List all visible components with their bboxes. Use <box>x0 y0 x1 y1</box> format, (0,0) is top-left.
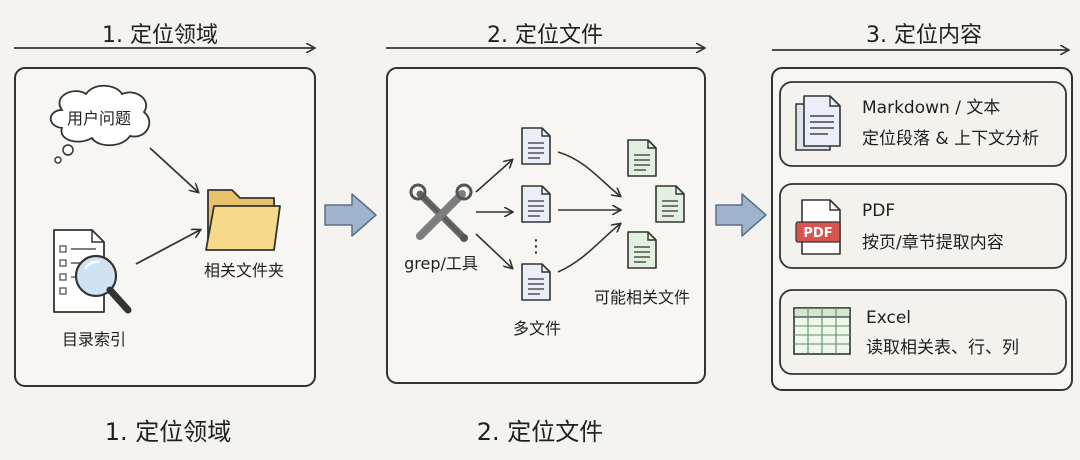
excel-card-title: Excel <box>866 308 911 328</box>
candidate-file-icon-1 <box>627 139 657 177</box>
wrench-screwdriver-icon <box>409 183 473 242</box>
pdf-card-title: PDF <box>862 201 895 221</box>
stage2-to-stage3-arrow <box>715 193 767 237</box>
spreadsheet-icon <box>793 307 851 355</box>
stage1-to-stage2-arrow <box>324 193 377 237</box>
candidate-file-icon-2 <box>655 185 685 223</box>
stage3-header: 3. 定位内容 <box>866 23 982 48</box>
folder-icon <box>205 189 281 251</box>
excel-card-desc: 读取相关表、行、列 <box>866 338 1019 358</box>
file-icon-2 <box>521 185 551 223</box>
index-to-folder-arrow <box>135 230 200 265</box>
text-documents-icon <box>795 95 841 151</box>
user-question-label: 用户问题 <box>67 109 131 128</box>
tool-to-file3-arrow <box>475 233 512 268</box>
pdf-card <box>779 183 1067 269</box>
file3-to-candidate-arrow <box>557 224 620 273</box>
multi-files-label: 多文件 <box>513 319 561 338</box>
markdown-card-desc: 定位段落 & 上下文分析 <box>862 129 1039 149</box>
stage2-header: 2. 定位文件 <box>487 23 603 48</box>
related-folder-label: 相关文件夹 <box>204 261 284 280</box>
grep-tool-label: grep/工具 <box>404 254 478 273</box>
question-to-folder-arrow <box>149 147 198 192</box>
pdf-card-desc: 按页/章节提取内容 <box>862 233 1004 253</box>
candidate-file-icon-3 <box>627 231 657 269</box>
thought-bubble <box>49 84 151 164</box>
file-icon-3 <box>521 263 551 301</box>
pdf-badge-label: PDF <box>803 226 832 241</box>
markdown-card <box>779 81 1067 167</box>
index-label: 目录索引 <box>62 330 126 349</box>
tool-to-file1-arrow <box>475 160 512 193</box>
magnifier-icon <box>74 254 132 314</box>
candidate-files-label: 可能相关文件 <box>594 288 690 307</box>
file-ellipsis: ⋮ <box>527 236 545 257</box>
panel-locate-files <box>386 67 706 384</box>
file1-to-candidate-arrow <box>557 151 620 196</box>
file-icon-1 <box>521 127 551 165</box>
markdown-card-title: Markdown / 文本 <box>862 98 1000 118</box>
excel-card <box>779 289 1067 375</box>
stage1-footer: 1. 定位领域 <box>105 418 232 446</box>
stage2-footer: 2. 定位文件 <box>477 418 604 446</box>
pdf-file-icon <box>795 199 841 255</box>
stage1-header: 1. 定位领域 <box>102 23 218 48</box>
